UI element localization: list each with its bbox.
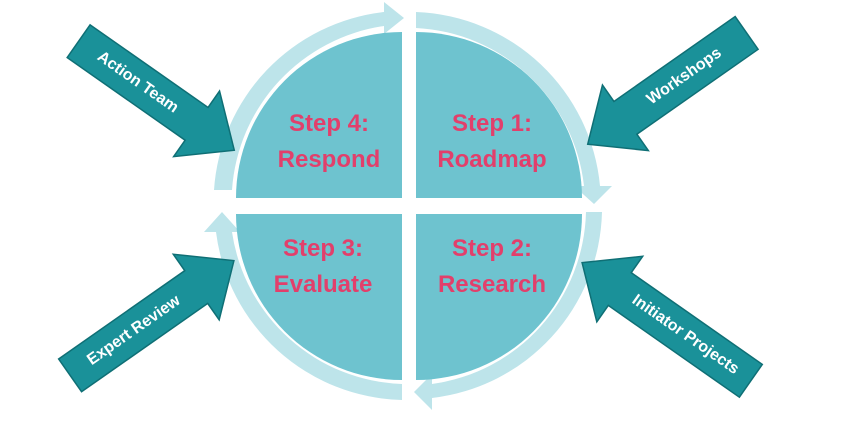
step-3-number: Step 3: [283, 235, 363, 262]
ring-segment-top-left [214, 2, 404, 190]
step-3-name: Evaluate [274, 271, 373, 298]
quadrant-step-1 [416, 32, 582, 198]
input-arrow-workshops: Workshops [586, 15, 760, 152]
quadrant-step-3 [236, 214, 402, 380]
ring-segment-bottom-right [414, 212, 602, 410]
quadrants [236, 32, 582, 380]
step-2-number: Step 2: [452, 235, 532, 262]
cycle-ring [204, 2, 612, 410]
step-4-name: Respond [278, 146, 381, 173]
quadrant-step-4 [236, 32, 402, 198]
initiator-projects-label: Initiator Projects [629, 292, 742, 378]
quadrant-step-2 [416, 214, 582, 380]
step-1-number: Step 1: [452, 110, 532, 137]
step-4-number: Step 4: [289, 110, 369, 137]
step-1-name: Roadmap [437, 146, 546, 173]
ring-segment-bottom-left [204, 212, 402, 400]
step-2-name: Research [438, 271, 546, 298]
ring-segment-top-right [416, 12, 612, 204]
